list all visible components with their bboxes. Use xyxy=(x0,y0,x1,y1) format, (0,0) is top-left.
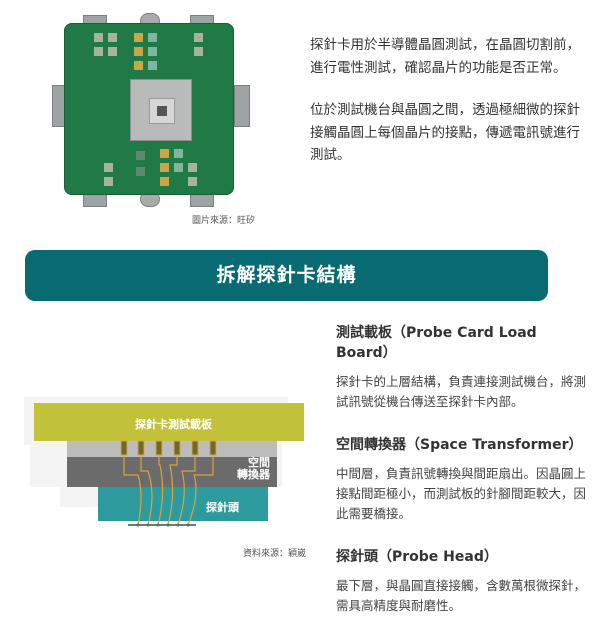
section-title: 探針頭（Probe Head） xyxy=(336,549,498,565)
layer-label-space-transformer: 空間 轉換器 xyxy=(237,456,270,481)
section-banner: 拆解探針卡結構 xyxy=(25,250,548,301)
intro-paragraph: 探針卡用於半導體晶圓測試，在晶圓切割前，進行電性測試，確認晶片的功能是否正常。 xyxy=(310,37,580,76)
section-space-transformer: 空間轉換器（Space Transformer） 中間層，負責訊號轉換與間距扇出… xyxy=(336,434,586,524)
section-title: 空間轉換器（Space Transformer） xyxy=(336,437,583,453)
intro-paragraph: 位於測試機台與晶圓之間，透過極細微的探針接觸晶圓上每個晶片的接點，傳遞電訊號進行… xyxy=(310,102,580,163)
section-probe-head: 探針頭（Probe Head） 最下層，與晶圓直接接觸，含數萬根微探針，需具高精… xyxy=(336,546,586,616)
intro-text: 探針卡用於半導體晶圓測試，在晶圓切割前，進行電性測試，確認晶片的功能是否正常。 … xyxy=(310,34,580,187)
diagram-caption: 資料來源：穎崴 xyxy=(243,549,307,559)
layer-label-probe-head: 探針頭 xyxy=(206,501,239,514)
section-body: 最下層，與晶圓直接接觸，含數萬根微探針，需具高精度與耐磨性。 xyxy=(336,578,587,613)
section-body: 探針卡的上層結構，負責連接測試機台，將測試訊號從機台傳送至探針卡內部。 xyxy=(336,374,587,409)
layer-label-load-board: 探針卡測試載板 xyxy=(135,418,212,431)
side-tab xyxy=(234,85,250,127)
section-title: 測試載板（Probe Card Load Board） xyxy=(336,325,537,361)
structure-sections: 測試載板（Probe Card Load Board） 探針卡的上層結構，負責連… xyxy=(336,322,586,638)
probe-head-area xyxy=(130,79,192,141)
pcb-board xyxy=(64,23,234,195)
probe-card-photo xyxy=(50,5,250,210)
photo-caption: 圖片來源：旺矽 xyxy=(192,216,256,226)
section-body: 中間層，負責訊號轉換與間距扇出。因晶圓上接點間距極小，而測試板的針腳間距較大，因… xyxy=(336,466,587,521)
section-load-board: 測試載板（Probe Card Load Board） 探針卡的上層結構，負責連… xyxy=(336,322,586,412)
probe-card-structure-diagram: 探針卡測試載板 空間 轉換器 探針頭 xyxy=(20,395,310,535)
